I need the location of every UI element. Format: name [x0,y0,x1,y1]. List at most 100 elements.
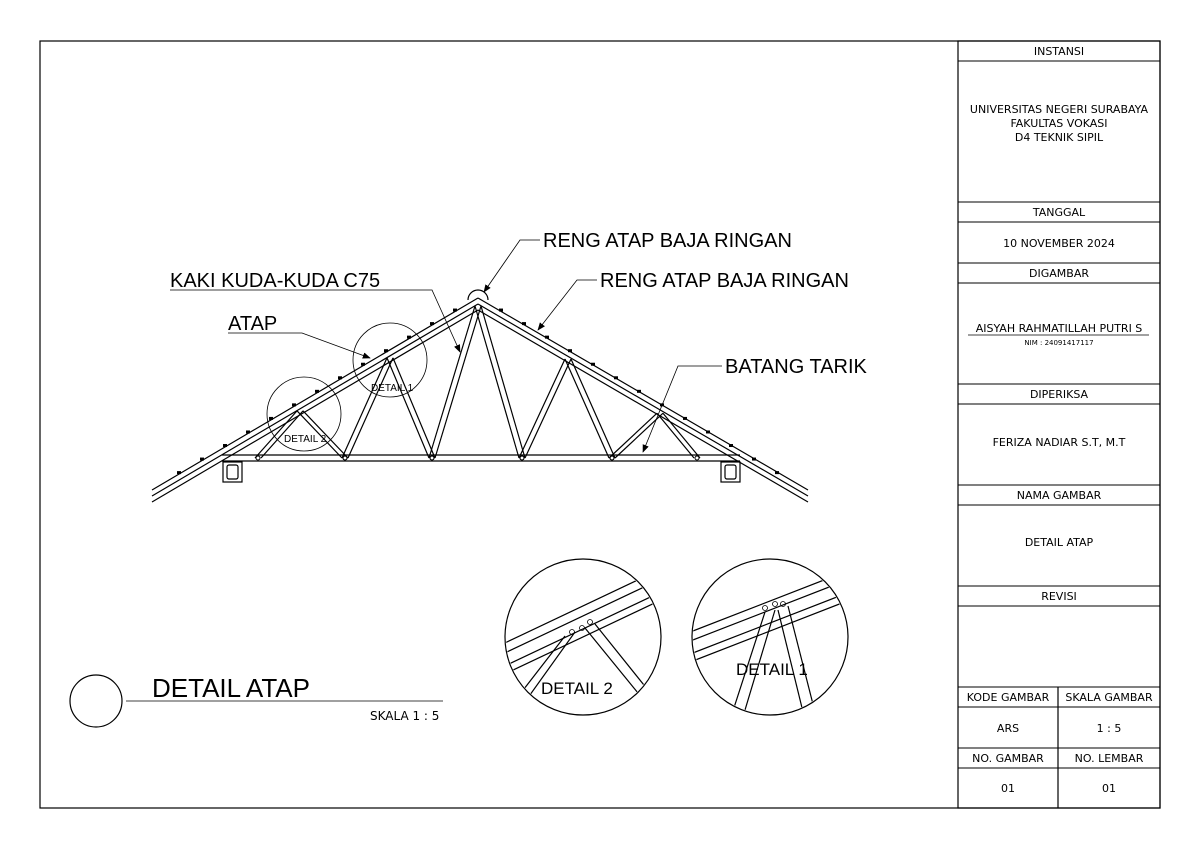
label-batang-tarik: BATANG TARIK [725,356,868,378]
roof-tile [545,335,549,339]
member-line [254,410,298,459]
roof-tile [200,457,204,461]
roof-tile [522,322,526,326]
instansi-line-1: UNIVERSITAS NEGERI SURABAYA [970,103,1149,116]
nama-gambar-value: DETAIL ATAP [1025,536,1094,549]
no-gambar-label: NO. GAMBAR [972,752,1044,765]
detail-1-marker [352,322,428,398]
bolt [609,455,615,461]
member-line [260,410,304,459]
member-line [570,358,616,459]
member-line [656,412,695,459]
instansi-label: INSTANSI [1034,45,1084,58]
digambar-label: DIGAMBAR [1029,267,1089,280]
nim-value: NIM : 24091417117 [1024,339,1093,347]
member-line [386,357,430,459]
roof-tile [407,335,411,339]
roof-tile [361,362,365,366]
no-gambar-value: 01 [1001,782,1015,795]
right-bearing [720,461,741,483]
detail-2-marker [266,376,342,452]
annotations: RENG ATAP BAJA RINGAN RENG ATAP BAJA RIN… [170,230,868,453]
bolt [255,455,261,461]
member-line [608,412,658,459]
member-line [480,305,526,459]
member-line [151,303,479,497]
detail-1-title: DETAIL 1 [736,660,808,679]
bolt [429,455,435,461]
member-line [296,410,343,459]
roof-tile [430,322,434,326]
detail-2-view: DETAIL 2 [504,558,662,716]
roof-tile [706,430,710,434]
detail-2-tag: DETAIL 2 [284,434,327,445]
detail-1-view: DETAIL 1 [691,558,849,716]
roof-tile [729,444,733,448]
member-line [434,305,482,459]
skala-gambar-label: SKALA GAMBAR [1065,691,1153,704]
no-lembar-label: NO. LEMBAR [1075,752,1144,765]
member-line [392,357,436,459]
bolt [694,455,700,461]
member-line [151,297,479,491]
no-lembar-value: 01 [1102,782,1116,795]
title-symbol [69,674,123,728]
roof-tile [315,389,319,393]
diperiksa-label: DIPERIKSA [1030,388,1089,401]
skala-gambar-value: 1 : 5 [1097,722,1122,735]
label-reng-1: RENG ATAP BAJA RINGAN [543,230,792,252]
member-line [347,357,394,459]
roof-tile [752,457,756,461]
roof-tile [269,416,273,420]
label-reng-2: RENG ATAP BAJA RINGAN [600,270,849,292]
nama-gambar-label: NAMA GAMBAR [1017,489,1102,502]
bolt [342,455,348,461]
title-block: INSTANSI UNIVERSITAS NEGERI SURABAYA FAK… [957,40,1161,809]
roof-tile [338,376,342,380]
bolt [519,455,525,461]
member-line [302,410,349,459]
detail-2-title: DETAIL 2 [541,679,613,698]
kode-gambar-value: ARS [997,722,1019,735]
diperiksa-value: FERIZA NADIAR S.T, M.T [993,436,1126,449]
ridge-cap [467,289,489,301]
roof-tile [775,471,779,475]
instansi-line-2: FAKULTAS VOKASI [1010,117,1107,130]
roof-tile [568,349,572,353]
revisi-label: REVISI [1041,590,1077,603]
drawing-title: DETAIL ATAP [152,673,310,703]
member-line [518,358,566,459]
detail-1-tag: DETAIL 1 [371,383,414,394]
tanggal-label: TANGGAL [1032,206,1086,219]
roof-tile [637,389,641,393]
roof-tile [614,376,618,380]
member-line [474,305,520,459]
label-atap: ATAP [228,313,277,335]
roof-tile [591,362,595,366]
roof-tile [177,471,181,475]
member-line [341,357,388,459]
member-line [662,412,701,459]
member-line [428,305,476,459]
roof-tile [292,403,296,407]
member-line [614,412,664,459]
left-bearing [222,461,243,483]
kode-gambar-label: KODE GAMBAR [967,691,1050,704]
roof-tile [384,349,388,353]
tanggal-value: 10 NOVEMBER 2024 [1003,237,1115,250]
member-line [564,358,610,459]
roof-tile [453,308,457,312]
roof-tile [683,416,687,420]
roof-tile [246,430,250,434]
roof-tile [499,308,503,312]
roof-tile [223,444,227,448]
member-line [477,309,809,503]
label-kaki-kuda-kuda: KAKI KUDA-KUDA C75 [170,270,380,292]
member-line [477,303,809,497]
member-line [151,309,479,503]
member-line [524,358,572,459]
digambar-value: AISYAH RAHMATILLAH PUTRI S [976,322,1143,335]
drawing-scale: SKALA 1 : 5 [370,709,439,723]
instansi-line-3: D4 TEKNIK SIPIL [1015,131,1104,144]
